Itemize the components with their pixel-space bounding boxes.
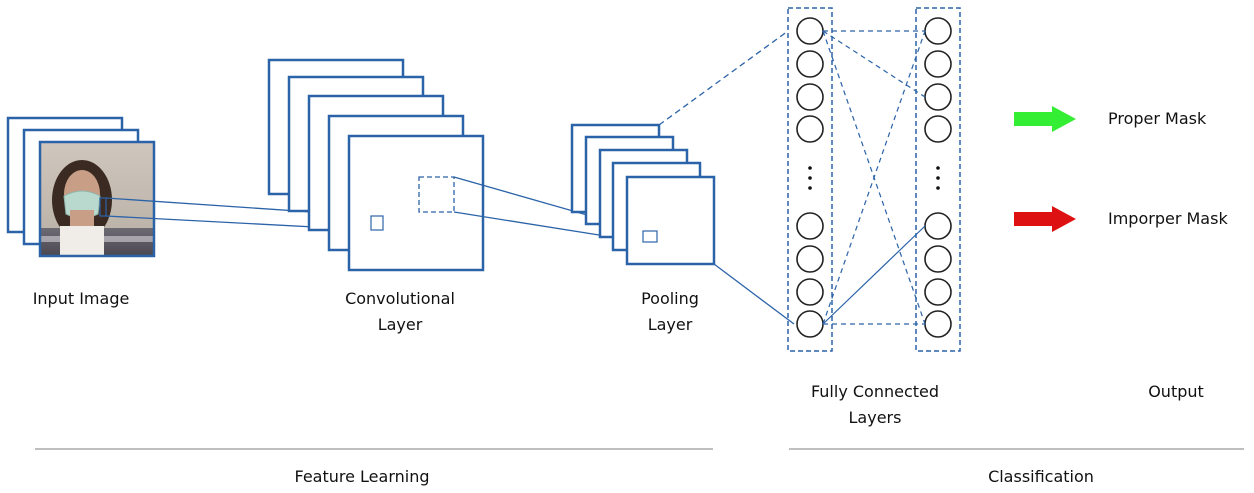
neuron bbox=[924, 83, 952, 111]
neuron bbox=[924, 212, 952, 240]
neuron bbox=[796, 310, 824, 338]
conv-layer-stack bbox=[267, 58, 485, 272]
improper-mask-label: Imporper Mask bbox=[1108, 209, 1228, 228]
feature-learning-label: Feature Learning bbox=[294, 467, 430, 486]
proper-mask-label: Proper Mask bbox=[1108, 109, 1207, 128]
neuron bbox=[924, 310, 952, 338]
conv-pooling-window bbox=[418, 176, 455, 213]
improper-mask-arrow bbox=[1014, 206, 1076, 232]
fc-layer-1-box bbox=[787, 7, 833, 352]
fc-layer-2-neurons bbox=[924, 17, 952, 338]
fc-layer-1-neurons bbox=[796, 17, 824, 338]
neuron bbox=[924, 278, 952, 306]
input-receptive-field bbox=[99, 197, 107, 217]
classification-label: Classification bbox=[988, 467, 1094, 486]
pooling-layer-stack bbox=[570, 123, 716, 266]
neuron bbox=[924, 115, 952, 143]
fc-layer-2-box bbox=[915, 7, 961, 352]
fc-layer-2-ellipsis bbox=[936, 166, 940, 190]
input-image-label: Input Image bbox=[32, 289, 130, 308]
fc-connections bbox=[822, 30, 926, 325]
conv-feature-cell bbox=[370, 215, 384, 231]
fc-layer-1-ellipsis bbox=[808, 166, 812, 190]
input-photo-frame bbox=[38, 140, 156, 258]
neuron bbox=[796, 83, 824, 111]
neuron bbox=[796, 278, 824, 306]
neuron bbox=[796, 50, 824, 78]
input-photo bbox=[40, 142, 154, 256]
flatten-connection-top bbox=[658, 30, 789, 126]
pool-feature-cell bbox=[642, 230, 658, 243]
neuron bbox=[796, 17, 824, 45]
neuron bbox=[796, 245, 824, 273]
output-label: Output bbox=[1148, 382, 1204, 401]
neuron bbox=[796, 115, 824, 143]
neuron bbox=[924, 17, 952, 45]
neuron bbox=[924, 245, 952, 273]
neuron bbox=[796, 212, 824, 240]
flatten-connection-bottom bbox=[713, 263, 795, 325]
neuron bbox=[924, 50, 952, 78]
proper-mask-arrow bbox=[1014, 106, 1076, 132]
